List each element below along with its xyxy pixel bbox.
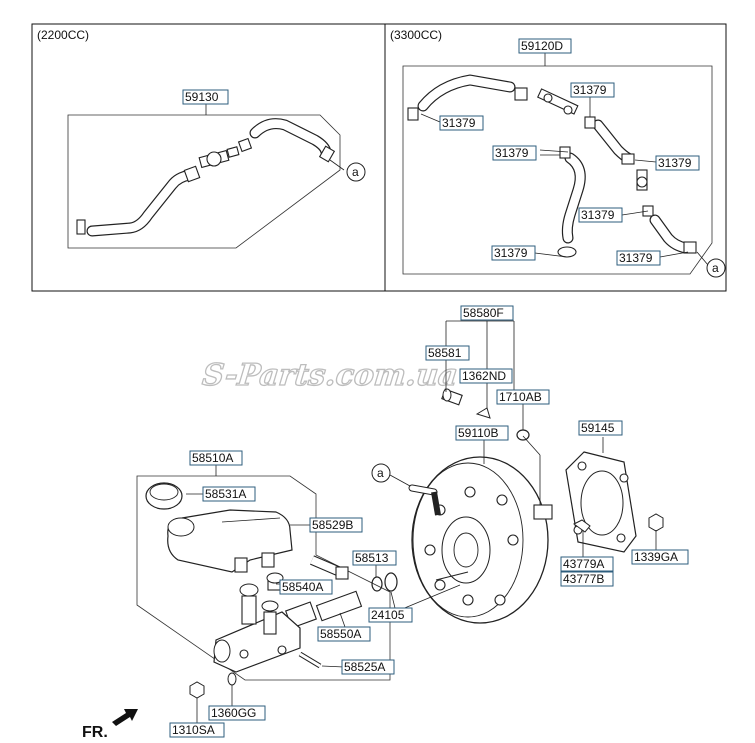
section-3300cc-title: (3300CC) (390, 28, 442, 42)
label-box-58550A (317, 626, 371, 642)
label-box-43779A (560, 556, 614, 572)
part-label-59120D: 59120D (521, 39, 563, 53)
part-label-58531A: 58531A (205, 487, 246, 501)
label-box-58581 (425, 345, 470, 361)
part-label-31379-g: 31379 (619, 251, 653, 265)
label-box-31379-b (570, 82, 615, 98)
part-label-1310SA: 1310SA (172, 723, 215, 737)
label-box-1362ND (459, 368, 513, 384)
brake-booster (408, 456, 553, 624)
part-label-43779A: 43779A (563, 557, 604, 571)
part-label-1362ND: 1362ND (462, 369, 506, 383)
label-box-58531A (202, 486, 256, 502)
washer-1360GG (227, 672, 237, 686)
master-cylinder-kit-frame (136, 475, 391, 681)
label-box-31379-d (655, 155, 700, 171)
label-box-31379-g (616, 250, 661, 266)
o-ring-24105 (384, 572, 398, 592)
part-label-58580F: 58580F (463, 306, 504, 320)
part-label-43777B: 43777B (563, 572, 604, 586)
label-box-31379-c (492, 145, 537, 161)
part-label-58525A: 58525A (344, 660, 385, 674)
nut-1339GA (648, 513, 664, 532)
reservoir (167, 509, 293, 573)
label-box-59120D (518, 38, 572, 54)
label-box-24105 (368, 607, 413, 623)
part-label-59130: 59130 (185, 90, 219, 104)
label-box-58525A (341, 659, 395, 675)
part-label-31379-b: 31379 (573, 83, 607, 97)
label-box-43777B (560, 571, 614, 587)
part-label-1339GA: 1339GA (634, 550, 678, 564)
hose-assembly-2200cc (67, 102, 366, 249)
label-box-58540A (279, 579, 333, 595)
clevis-43779A (573, 519, 591, 533)
part-label-24105: 24105 (371, 608, 405, 622)
hose-assembly-3300cc (402, 53, 726, 278)
part-label-31379-c: 31379 (495, 146, 529, 160)
reservoir-cap (145, 482, 183, 510)
label-box-58510A (189, 450, 243, 466)
leader-lines (186, 320, 657, 724)
callout-a-3300cc (706, 258, 726, 278)
callout-a-3300cc-label: a (712, 261, 719, 275)
booster-vacuum-fittings (441, 388, 530, 441)
label-box-1360GG (208, 705, 266, 721)
front-arrow-icon (112, 709, 138, 726)
master-cylinder (213, 572, 322, 673)
label-box-1339GA (631, 549, 689, 565)
nut-1310SA (189, 681, 205, 699)
part-label-58550A: 58550A (320, 627, 361, 641)
label-box-59110B (455, 425, 509, 441)
part-label-59145: 59145 (581, 421, 615, 435)
label-box-31379-f (491, 245, 536, 261)
part-label-58529B: 58529B (312, 518, 353, 532)
piston-kit (285, 590, 363, 629)
label-box-1710AB (496, 389, 550, 405)
part-label-31379-e: 31379 (581, 208, 615, 222)
watermark: S-Parts.com.ua (201, 358, 460, 393)
part-label-1710AB: 1710AB (499, 390, 542, 404)
part-label-31379-f: 31379 (494, 246, 528, 260)
part-label-31379-d: 31379 (658, 156, 692, 170)
part-label-58510A: 58510A (192, 451, 233, 465)
callout-a-booster (371, 463, 391, 483)
part-label-59110B: 59110B (458, 426, 498, 440)
part-label-58581: 58581 (428, 346, 462, 360)
callout-a-2200cc-label: a (352, 165, 359, 179)
part-label-1360GG: 1360GG (211, 706, 256, 720)
part-label-31379-a: 31379 (442, 116, 476, 130)
front-direction-label: FR. (82, 724, 108, 741)
label-box-31379-a (439, 115, 484, 131)
section-2200cc-title: (2200CC) (37, 28, 89, 42)
label-box-59145 (578, 420, 623, 436)
label-box-59130 (182, 89, 229, 105)
callout-a-booster-label: a (377, 466, 384, 480)
section-3300cc-frame (384, 23, 727, 292)
part-label-58513: 58513 (355, 551, 389, 565)
o-ring-58513 (371, 576, 383, 592)
label-box-58529B (309, 517, 363, 533)
gasket-59145 (565, 451, 637, 553)
callout-a-2200cc (346, 162, 366, 182)
level-sensor (310, 555, 349, 580)
label-box-31379-e (578, 207, 623, 223)
label-box-58580F (460, 305, 514, 321)
label-box-58513 (352, 550, 397, 566)
label-box-1310SA (169, 722, 225, 738)
part-label-58540A: 58540A (282, 580, 323, 594)
